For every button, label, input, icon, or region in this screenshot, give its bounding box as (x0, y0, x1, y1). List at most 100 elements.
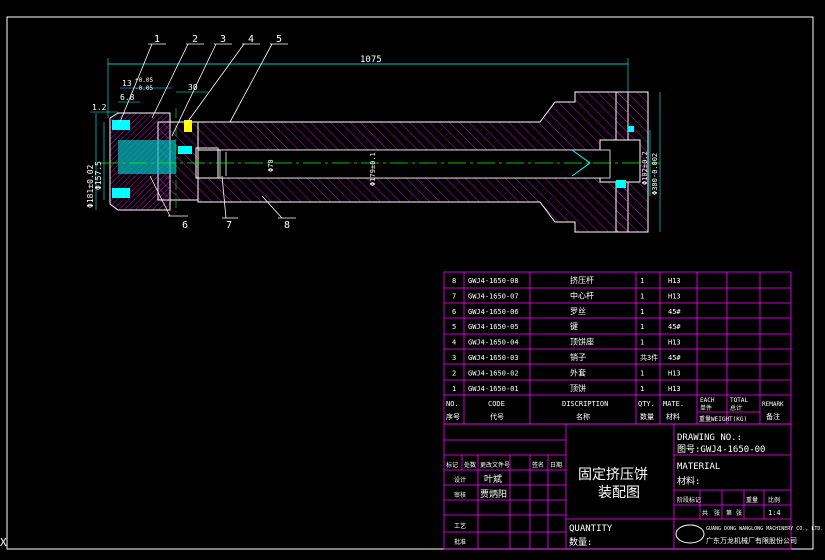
bom-cell-code: GWJ4-1650-07 (468, 292, 519, 300)
bom-cell-mat: H13 (668, 369, 681, 377)
part-3-pin (178, 146, 192, 154)
signature-checker: 贾炳阳 (480, 488, 507, 500)
rev-h-mark: 标记 (446, 461, 458, 469)
drawing-title-line1: 固定挤压饼 (578, 467, 648, 483)
bom-h-code-en: CODE (488, 400, 505, 408)
bom-cell-no: 8 (452, 277, 456, 285)
bom-cell-name: 罗丝 (570, 306, 586, 316)
part-8-stem-lower (197, 177, 629, 233)
bom-h-no-en: NO. (446, 400, 459, 408)
bom-h-total-en: TOTAL (730, 397, 748, 404)
bom-cell-no: 7 (452, 292, 456, 300)
bom-cell-code: GWJ4-1650-05 (468, 323, 519, 331)
bom-h-each-en: EACH (700, 397, 715, 404)
dim-overall-length: 1075 (360, 55, 382, 65)
company-logo (675, 524, 705, 544)
dim-small-len: 6.8 (120, 93, 135, 102)
bom-h-each-cn: 单件 (700, 404, 712, 412)
bom-cell-code: GWJ4-1650-01 (468, 385, 519, 393)
bom-cell-name: 顶饼座 (570, 337, 594, 347)
part-4-ring (118, 140, 176, 174)
sign-approve: 批准 (454, 538, 466, 546)
bom-cell-code: GWJ4-1650-04 (468, 339, 519, 347)
rod-tip-cone (571, 149, 591, 177)
assembly-section-view[interactable] (100, 91, 660, 233)
signature-designer: 叶斌 (484, 473, 502, 485)
part-2-outer-sleeve-cyan (112, 120, 130, 130)
sign-check: 审核 (454, 491, 466, 499)
stage-mark-label: 阶段标记 (677, 496, 701, 504)
bom-cell-qty: 1 (640, 308, 644, 316)
drawing-no-label: DRAWING NO.: (677, 433, 742, 443)
bom-h-total-cn: 总计 (730, 404, 742, 412)
bom-h-remark-en: REMARK (762, 401, 784, 408)
part-7-center-rod (219, 149, 611, 179)
part-5-key (184, 120, 192, 132)
bom-cell-name: 挤压杆 (570, 275, 594, 285)
rev-h-docno: 更改文件号 (480, 461, 510, 469)
bom-cell-code: GWJ4-1650-08 (468, 277, 519, 285)
bom-h-mat-en: MATE. (663, 400, 684, 408)
bom-h-code-cn: 代号 (490, 412, 504, 421)
bom-cell-code: GWJ4-1650-06 (468, 308, 519, 316)
bom-cell-qty: 1 (640, 369, 644, 377)
bom-cell-qty: 1 (640, 292, 644, 300)
dim-tol-minus: -0.05 (135, 85, 153, 92)
bom-cell-name: 中心杆 (570, 290, 594, 300)
bom-table[interactable] (443, 271, 792, 425)
balloon-2: 2 (192, 34, 198, 45)
drawing-title-line2: 装配图 (598, 485, 640, 501)
sign-design: 设计 (454, 476, 466, 484)
dim-dia-tip: Φ102±0.2 (641, 151, 649, 185)
title-block-text: 固定挤压饼 装配图 DRAWING NO.: 图号:GWJ4-1650-00 M… (569, 433, 823, 548)
material-label-en: MATERIAL (677, 462, 720, 472)
bom-cell-no: 1 (452, 385, 456, 393)
bom-h-desc-en: DISCRIPTION (562, 400, 608, 408)
company-name-cn: 广东万龙机械厂有限股份公司 (706, 536, 797, 545)
dim-dia-rod: Φ70 (267, 159, 275, 172)
company-name-en: GUANG DONG WANGLONG MACHINERY CO., LTD. (706, 526, 823, 532)
bom-cell-name: 顶饼 (570, 383, 586, 393)
rev-h-count: 处数 (464, 461, 476, 469)
bom-row: 4 GWJ4-1650-04 顶饼座 1 H13 (452, 337, 681, 347)
bom-row: 7 GWJ4-1650-07 中心杆 1 H13 (452, 290, 681, 300)
balloon-4: 4 (248, 34, 254, 45)
revision-labels: 标记 处数 更改文件号 签名 日期 设计 审核 工艺 批准 叶斌 贾炳阳 (446, 461, 562, 546)
leader-lines (119, 43, 296, 219)
balloon-7: 7 (226, 220, 232, 231)
balloon-5: 5 (276, 34, 282, 45)
bom-cell-mat: 45# (668, 308, 681, 316)
bom-cell-qty: 1 (640, 339, 644, 347)
bom-cell-code: GWJ4-1650-02 (468, 369, 519, 377)
bom-cell-mat: H13 (668, 339, 681, 347)
bom-cell-no: 3 (452, 354, 456, 362)
bom-h-no-cn: 序号 (446, 412, 460, 421)
bom-cell-name: 键 (570, 321, 578, 331)
dim-dia-outer: Φ181±0.02 (86, 164, 95, 208)
bom-cell-qty: 1 (640, 277, 644, 285)
bom-cell-mat: H13 (668, 385, 681, 393)
bom-cell-mat: H13 (668, 292, 681, 300)
balloon-3: 3 (220, 34, 226, 45)
bom-h-qty-en: QTY. (638, 400, 655, 408)
bom-cell-qty: 1 (640, 323, 644, 331)
bom-cell-no: 4 (452, 339, 456, 347)
bom-header: NO. 序号 CODE 代号 DISCRIPTION 名称 QTY. 数量 MA… (446, 397, 784, 423)
bom-h-mat-cn: 材料 (666, 412, 680, 421)
bom-h-remark-cn: 备注 (766, 412, 780, 421)
material-label-cn: 材料: (677, 475, 700, 487)
dim-left-offset: 1.2 (92, 103, 107, 112)
quantity-label-en: QUANTITY (569, 524, 613, 534)
dim-seat-len: 30 (188, 83, 198, 92)
rev-h-sign: 签名 (532, 461, 544, 469)
bom-cell-mat: H13 (668, 277, 681, 285)
part-2-outer-sleeve-cyan-lower (112, 188, 130, 198)
dim-tol-plus: +0.05 (135, 77, 153, 84)
sign-process: 工艺 (454, 522, 466, 530)
